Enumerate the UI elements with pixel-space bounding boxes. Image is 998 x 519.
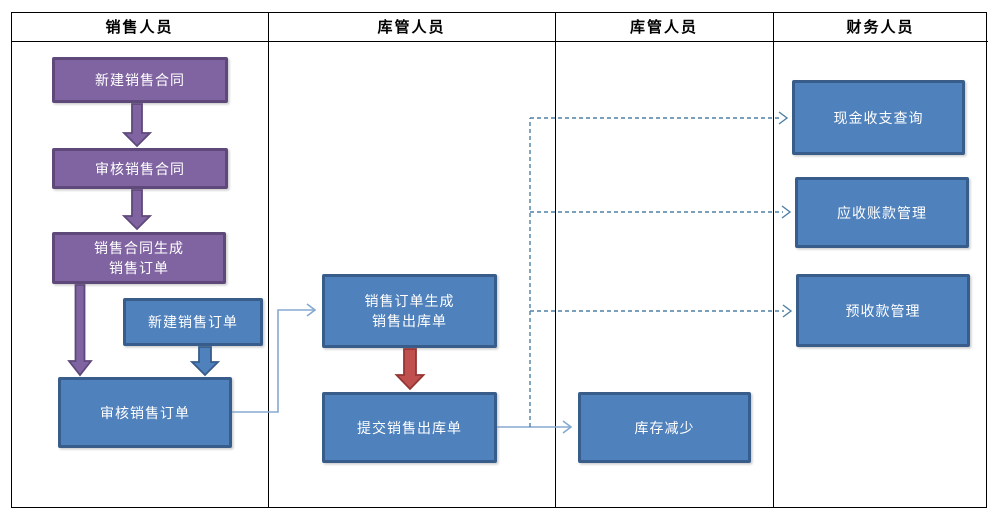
node-order-to-outbound: 销售订单生成 销售出库单	[322, 274, 497, 348]
lane-header-sales: 销售人员	[11, 12, 268, 41]
lane-header-label: 销售人员	[105, 19, 174, 36]
lane-header-finance: 财务人员	[773, 12, 988, 41]
lane-header-warehouse-2: 库管人员	[555, 12, 773, 41]
node-receivable-mgmt: 应收账款管理	[795, 177, 969, 248]
lane-header-label: 财务人员	[846, 19, 915, 36]
node-cash-query: 现金收支查询	[792, 80, 965, 155]
node-review-contract: 审核销售合同	[52, 148, 228, 189]
node-inventory-decrease: 库存减少	[578, 392, 751, 463]
node-new-contract: 新建销售合同	[52, 57, 228, 103]
node-contract-to-order: 销售合同生成 销售订单	[52, 232, 226, 284]
lane-divider-3	[773, 12, 774, 508]
lane-divider-2	[555, 12, 556, 508]
node-review-order: 审核销售订单	[58, 377, 232, 448]
lane-divider-1	[268, 12, 269, 508]
lane-header-warehouse-1: 库管人员	[268, 12, 555, 41]
node-new-order: 新建销售订单	[123, 298, 263, 346]
header-divider-line	[11, 41, 988, 42]
node-advance-mgmt: 预收款管理	[796, 274, 970, 347]
diagram-border	[11, 12, 987, 508]
node-submit-outbound: 提交销售出库单	[322, 392, 497, 463]
lane-header-label: 库管人员	[629, 19, 698, 36]
lane-header-label: 库管人员	[377, 19, 446, 36]
